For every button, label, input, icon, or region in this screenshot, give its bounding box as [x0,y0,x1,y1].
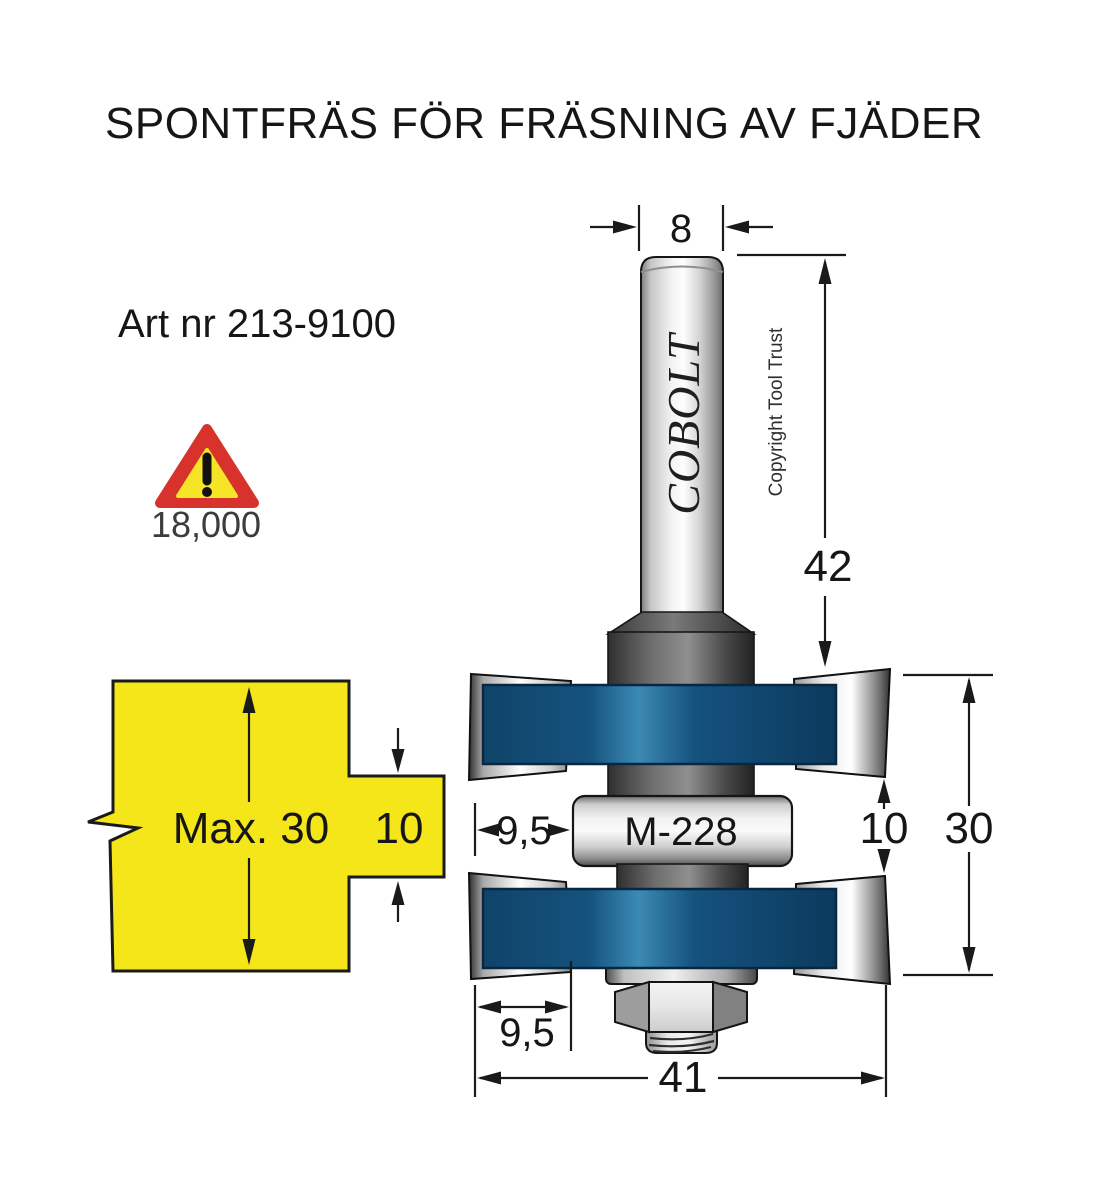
shank-diameter-value: 8 [670,207,692,251]
shank-len-arrow-up [818,258,832,284]
cut-depth-arrow-right [548,823,570,837]
cut-depth-mid-value: 9,5 [496,809,552,853]
depth-bot-arrow-right [545,1000,569,1014]
nut-face-right [712,980,748,1034]
dim-tongue-gap: 10 [860,779,909,873]
diameter-arrow-left [477,1071,501,1085]
nut-face-center [648,981,714,1033]
cut-depth-arrow-left [477,823,499,837]
height-arrow-up [962,677,976,703]
height-arrow-down [962,947,976,973]
dim-cutter-diameter: 41 [473,985,888,1102]
lower-cutter-body [481,887,838,970]
max-depth-label: Max. 30 [173,804,330,853]
thread-line-3 [652,1046,712,1053]
brand-engraving: COBOLT [658,331,709,515]
tongue-height-label: 10 [375,804,424,853]
dim-shank-length: 42 [737,253,853,667]
dim-shank-diameter: 8 [590,205,773,251]
upper-cutter [467,667,892,782]
shank-dia-arrow-right [613,220,637,234]
wood-profile-shape [87,679,446,973]
upper-cutter-body [481,683,838,766]
dim-cut-depth-bottom: 9,5 [477,961,573,1055]
collar-cone [605,611,757,635]
page-title: SPONTFRÄS FÖR FRÄSNING AV FJÄDER [105,99,983,148]
tongue-arrow-down [391,749,405,773]
shank-length-value: 42 [804,542,853,591]
gap-arrow-up [877,779,891,803]
max-rpm-value: 18,000 [151,504,261,545]
cutter-diameter-value: 41 [659,1053,708,1102]
cutter-height-value: 30 [945,804,994,853]
shank-dome-line [640,265,724,273]
bearing-model-label: M-228 [624,810,737,854]
thread-line-2 [648,1039,715,1048]
cut-depth-bottom-value: 9,5 [499,1011,555,1055]
copyright-text: Copyright Tool Trust [766,327,787,496]
max-depth-arrow-up [242,687,256,713]
thread-line-1 [649,1032,714,1041]
nut-face-left [614,980,650,1034]
dim-cut-depth-mid: 9,5 [473,803,570,856]
dim-cutter-height: 30 [903,673,994,977]
article-number: Art nr 213-9100 [118,302,396,346]
tongue-gap-value: 10 [860,804,909,853]
tongue-arrow-up [391,881,405,905]
max-depth-arrow-down [242,939,256,965]
warning-triangle-icon [155,424,259,508]
lower-cutter [467,871,892,986]
exclamation-dot [202,487,212,497]
shank-len-arrow-down [818,641,832,667]
depth-bot-arrow-left [477,1000,501,1014]
wood-profile-figure: Max. 30 10 [87,679,446,973]
hex-nut [614,980,748,1034]
gap-arrow-down [877,849,891,873]
diameter-arrow-right [861,1071,885,1085]
arbor-ring-lower [616,863,749,893]
shank-dia-arrow-left [725,220,749,234]
